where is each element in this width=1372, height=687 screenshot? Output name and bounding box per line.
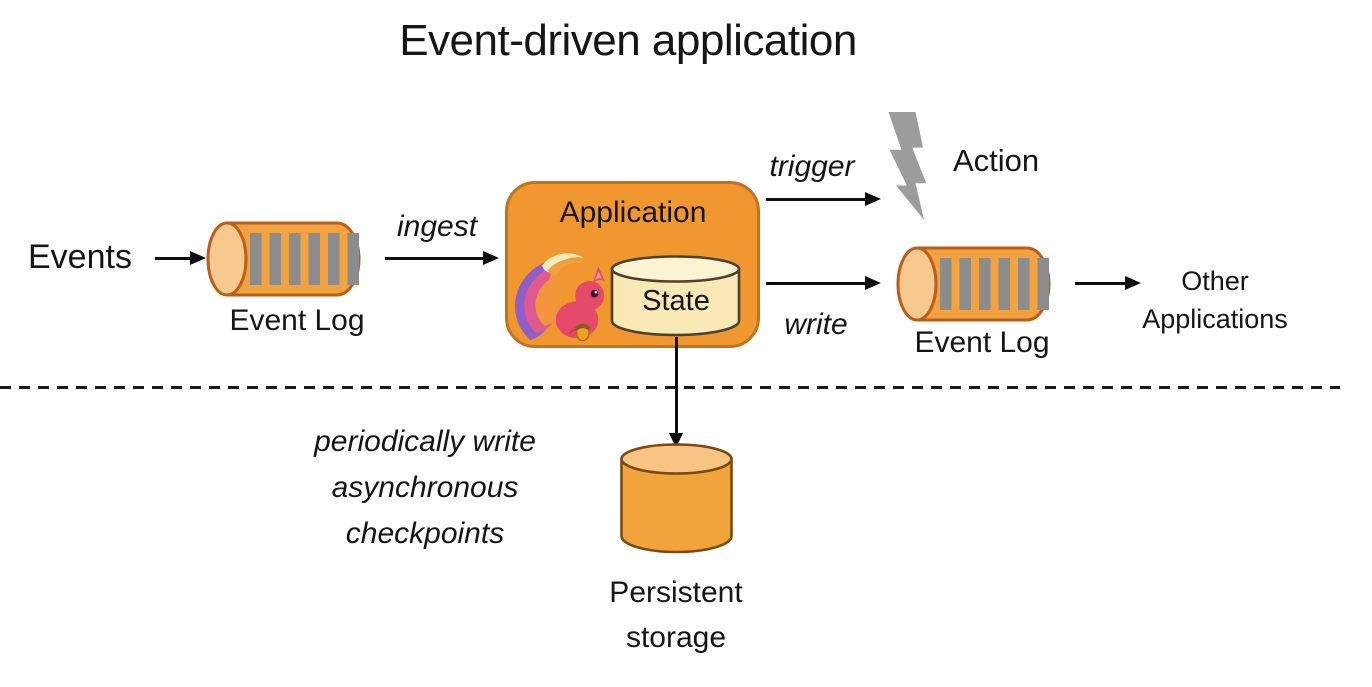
action-label: Action [953,143,1040,178]
checkpoint-note: periodically write asynchronous checkpoi… [314,419,536,557]
dashed-divider-line [0,386,1340,389]
arrow-checkpoint [675,337,678,434]
arrow-events-to-event-log [155,256,191,260]
write-edge-label: write [784,308,848,341]
persistent-storage-line1: Persistent [609,576,743,609]
checkpoint-note-line1: periodically write [314,425,536,458]
state-label: State [642,285,710,317]
persistent-storage-label: Persistent storage [609,570,742,660]
arrow-write [766,281,866,285]
checkpoint-note-line2: asynchronous [331,471,519,504]
ingest-edge-label: ingest [396,210,478,243]
arrow-trigger [766,197,866,201]
other-applications-label: Other Applications [1142,262,1288,338]
arrow-to-other-applications [1075,281,1126,285]
application-label: Application [559,196,707,229]
event-log-out-label: Event Log [914,326,1050,359]
event-log-out-cylinder-icon [896,246,1051,322]
events-label: Events [28,238,132,276]
state-cylinder-icon [610,255,741,337]
other-applications-line1: Other [1181,266,1249,296]
event-log-in-cylinder-icon [206,221,361,297]
other-applications-line2: Applications [1142,304,1288,334]
flink-squirrel-icon [515,253,606,342]
event-log-in-label: Event Log [229,304,365,337]
persistent-storage-cylinder-icon [620,443,733,554]
trigger-edge-label: trigger [769,150,855,183]
checkpoint-note-line3: checkpoints [345,517,505,550]
arrow-ingest [385,256,484,260]
lightning-bolt-icon [888,112,927,220]
persistent-storage-line2: storage [625,621,727,654]
diagram-title: Event-driven application [399,16,857,65]
